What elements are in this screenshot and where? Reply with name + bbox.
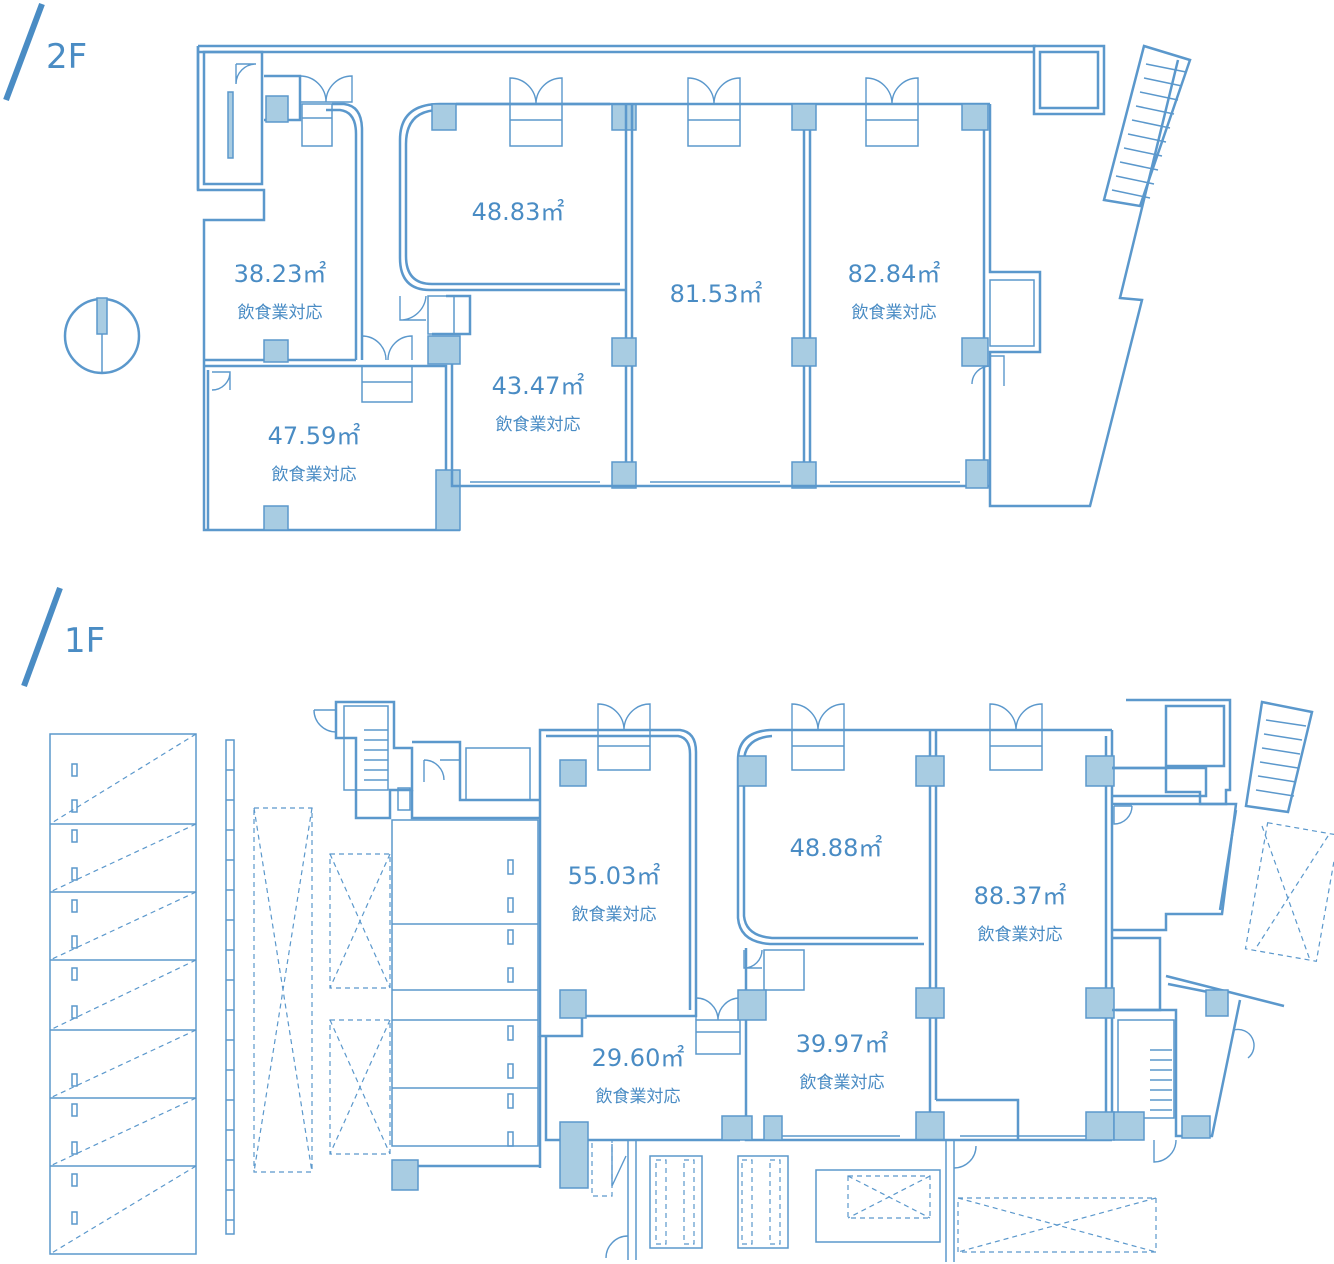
north-arrow-icon bbox=[63, 297, 141, 375]
floor-1f-plan bbox=[49, 698, 1334, 1262]
room-1f-2960: 29.60㎡ 飲食業対応 bbox=[592, 1044, 685, 1107]
svg-text:飲食業対応: 飲食業対応 bbox=[852, 303, 937, 323]
room-2f-4883: 48.83㎡ bbox=[472, 198, 565, 226]
floor-2f-plan bbox=[196, 44, 1192, 532]
svg-text:38.23㎡: 38.23㎡ bbox=[234, 260, 327, 288]
svg-text:飲食業対応: 飲食業対応 bbox=[572, 905, 657, 925]
room-1f-8837: 88.37㎡ 飲食業対応 bbox=[974, 882, 1067, 945]
svg-text:55.03㎡: 55.03㎡ bbox=[568, 862, 661, 890]
room-1f-3997: 39.97㎡ 飲食業対応 bbox=[796, 1030, 889, 1093]
svg-text:82.84㎡: 82.84㎡ bbox=[848, 260, 941, 288]
room-2f-8284: 82.84㎡ 飲食業対応 bbox=[848, 260, 941, 323]
room-2f-4347: 43.47㎡ 飲食業対応 bbox=[492, 372, 585, 435]
floor-2f-label: 2F bbox=[46, 37, 87, 77]
parking-area bbox=[49, 733, 197, 1255]
svg-text:飲食業対応: 飲食業対応 bbox=[596, 1087, 681, 1107]
svg-text:飲食業対応: 飲食業対応 bbox=[800, 1073, 885, 1093]
svg-text:飲食業対応: 飲食業対応 bbox=[978, 925, 1063, 945]
floor-2f-header: 2F bbox=[3, 2, 87, 102]
svg-text:飲食業対応: 飲食業対応 bbox=[238, 303, 323, 323]
svg-text:81.53㎡: 81.53㎡ bbox=[670, 280, 763, 308]
room-2f-8153: 81.53㎡ bbox=[670, 280, 763, 308]
svg-text:48.83㎡: 48.83㎡ bbox=[472, 198, 565, 226]
svg-text:43.47㎡: 43.47㎡ bbox=[492, 372, 585, 400]
floor-1f-header: 1F bbox=[21, 586, 105, 688]
svg-text:48.88㎡: 48.88㎡ bbox=[790, 834, 883, 862]
svg-text:飲食業対応: 飲食業対応 bbox=[496, 415, 581, 435]
room-2f-3823: 38.23㎡ 飲食業対応 bbox=[234, 260, 327, 323]
svg-text:29.60㎡: 29.60㎡ bbox=[592, 1044, 685, 1072]
svg-text:飲食業対応: 飲食業対応 bbox=[272, 465, 357, 485]
svg-text:88.37㎡: 88.37㎡ bbox=[974, 882, 1067, 910]
svg-text:47.59㎡: 47.59㎡ bbox=[268, 422, 361, 450]
floor-1f-label: 1F bbox=[64, 621, 105, 661]
room-1f-5503: 55.03㎡ 飲食業対応 bbox=[568, 862, 661, 925]
svg-text:39.97㎡: 39.97㎡ bbox=[796, 1030, 889, 1058]
room-2f-4759: 47.59㎡ 飲食業対応 bbox=[268, 422, 361, 485]
room-1f-4888: 48.88㎡ bbox=[790, 834, 883, 862]
